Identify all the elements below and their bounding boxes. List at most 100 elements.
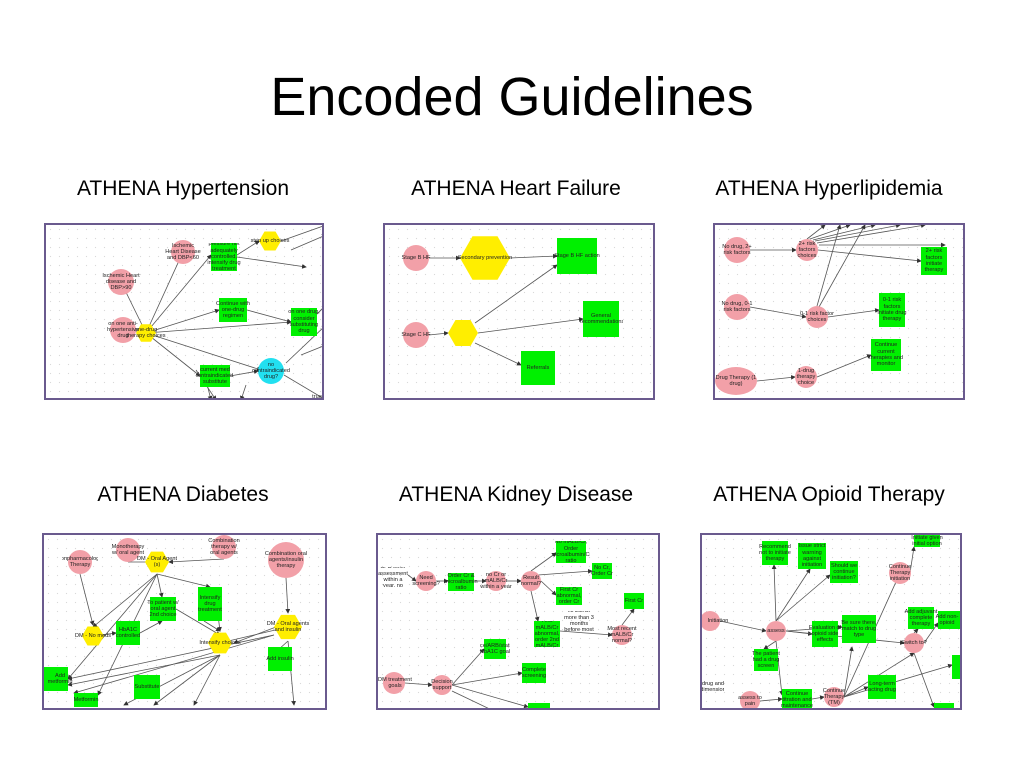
diagram-node[interactable] bbox=[934, 703, 954, 708]
diagram-node[interactable] bbox=[403, 322, 429, 348]
diagram-node[interactable] bbox=[258, 358, 284, 384]
diagram-node[interactable] bbox=[383, 672, 405, 694]
diagram-node[interactable] bbox=[724, 237, 750, 263]
diagram-node[interactable] bbox=[724, 294, 750, 320]
diagram-node[interactable] bbox=[534, 621, 560, 647]
diagram-node[interactable] bbox=[219, 298, 247, 322]
diagram-node[interactable] bbox=[715, 367, 757, 395]
diagram-edge bbox=[451, 690, 489, 708]
diagram-node[interactable] bbox=[486, 571, 506, 591]
diagram-node[interactable] bbox=[200, 365, 230, 387]
diagram-node[interactable] bbox=[938, 611, 960, 629]
diagram-edge bbox=[285, 577, 291, 614]
diagram-node[interactable] bbox=[766, 621, 786, 641]
diagram-node[interactable] bbox=[812, 621, 838, 647]
diagram-edge bbox=[474, 264, 558, 324]
diagram-node[interactable] bbox=[74, 693, 98, 707]
diagram-node[interactable] bbox=[291, 308, 317, 336]
diagram-node[interactable] bbox=[460, 236, 510, 280]
diagram-node[interactable] bbox=[198, 587, 222, 621]
diagram-node[interactable] bbox=[624, 593, 644, 609]
diagram-node[interactable] bbox=[889, 562, 911, 584]
diagram-node[interactable] bbox=[702, 611, 720, 631]
diagram-node[interactable] bbox=[403, 245, 429, 271]
diagram-node[interactable] bbox=[754, 649, 778, 671]
diagram-node[interactable] bbox=[211, 243, 237, 271]
diagram-node[interactable] bbox=[136, 324, 156, 342]
caption-kidney-disease: ATHENA Kidney Disease bbox=[398, 483, 634, 506]
diagram-node[interactable] bbox=[556, 587, 582, 605]
diagram-edge bbox=[156, 573, 211, 589]
diagram-node[interactable] bbox=[583, 301, 619, 337]
diagram-node[interactable] bbox=[208, 632, 232, 654]
diagram-node[interactable] bbox=[914, 535, 940, 547]
diagram-node[interactable] bbox=[171, 240, 195, 264]
diagram-node[interactable] bbox=[116, 538, 140, 562]
diagram-node[interactable] bbox=[108, 269, 134, 295]
diagram-edge bbox=[816, 354, 872, 378]
diagram-node[interactable] bbox=[268, 647, 292, 671]
diagram-node[interactable] bbox=[868, 675, 896, 699]
diagram-node[interactable] bbox=[556, 541, 586, 563]
diagram-node[interactable] bbox=[68, 550, 92, 574]
caption-opioid-therapy: ATHENA Opioid Therapy bbox=[713, 483, 945, 506]
diagram-node[interactable] bbox=[274, 614, 302, 640]
diagram-node[interactable] bbox=[212, 535, 236, 559]
diagram-node[interactable] bbox=[116, 621, 140, 645]
diagram-edge bbox=[168, 558, 225, 565]
diagram-edge bbox=[530, 590, 540, 622]
diagram-node[interactable] bbox=[448, 573, 474, 591]
diagram-node[interactable] bbox=[952, 655, 960, 679]
diagram-node[interactable] bbox=[82, 626, 104, 646]
diagram-node[interactable] bbox=[416, 571, 436, 591]
diagram-node[interactable] bbox=[134, 675, 160, 699]
diagram-node[interactable] bbox=[740, 691, 760, 708]
diagram-node[interactable] bbox=[521, 351, 555, 385]
diagram-node[interactable] bbox=[612, 625, 632, 645]
diagram-node[interactable] bbox=[921, 247, 947, 275]
diagram-node[interactable] bbox=[448, 320, 478, 346]
diagram-node[interactable] bbox=[824, 687, 844, 707]
diagram-kidney-disease[interactable]: DM and no Cr & other assessment within a… bbox=[376, 533, 660, 710]
diagram-node[interactable] bbox=[110, 317, 136, 343]
caption-diabetes: ATHENA Diabetes bbox=[97, 483, 269, 506]
diagram-edge bbox=[719, 620, 767, 633]
diagram-node[interactable] bbox=[762, 541, 788, 565]
diagram-edge bbox=[156, 573, 164, 598]
diagram-node[interactable] bbox=[432, 675, 452, 695]
diagram-node[interactable] bbox=[557, 238, 597, 274]
diagram-node[interactable] bbox=[44, 667, 68, 691]
diagram-node[interactable] bbox=[522, 663, 546, 683]
diagram-node[interactable] bbox=[782, 689, 812, 708]
diagram-node[interactable] bbox=[879, 293, 905, 327]
diagram-edge bbox=[763, 640, 777, 650]
diagram-node[interactable] bbox=[521, 571, 541, 591]
diagram-edge bbox=[843, 646, 854, 698]
diagram-node[interactable] bbox=[806, 306, 828, 328]
diagram-node[interactable] bbox=[484, 639, 506, 659]
diagram-node[interactable] bbox=[871, 339, 901, 371]
diagram-node[interactable] bbox=[268, 542, 304, 578]
diagram-node[interactable] bbox=[528, 703, 550, 708]
diagram-node[interactable] bbox=[795, 366, 817, 388]
diagram-node[interactable] bbox=[592, 563, 612, 579]
diagram-node[interactable] bbox=[796, 239, 818, 261]
diagram-node[interactable] bbox=[798, 543, 826, 569]
diagram-node[interactable] bbox=[145, 551, 169, 573]
diagram-node[interactable] bbox=[830, 561, 858, 583]
diagram-node[interactable] bbox=[904, 633, 924, 653]
diagram-node[interactable] bbox=[259, 231, 281, 251]
diagram-node[interactable] bbox=[150, 597, 176, 621]
diagram-node[interactable] bbox=[908, 607, 934, 629]
diagram-edge bbox=[818, 225, 866, 308]
diagram-edge bbox=[139, 620, 163, 634]
diagram-node[interactable] bbox=[842, 615, 876, 643]
diagram-edge bbox=[451, 684, 529, 708]
diagram-edge bbox=[67, 573, 158, 680]
diagram-edge bbox=[537, 568, 593, 576]
